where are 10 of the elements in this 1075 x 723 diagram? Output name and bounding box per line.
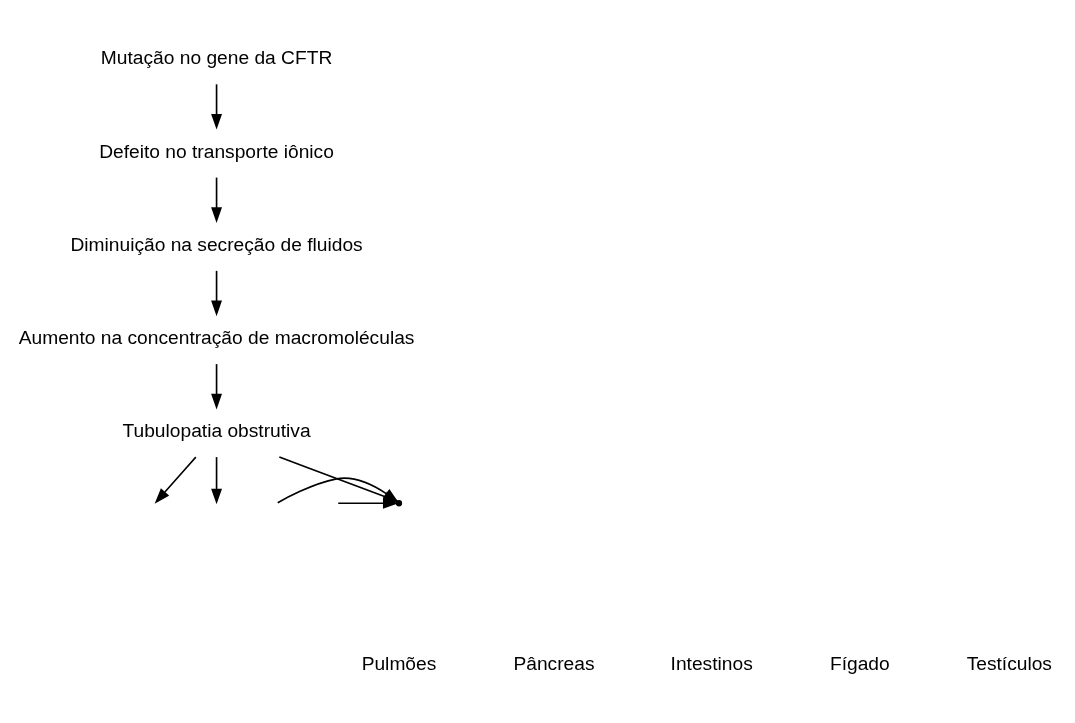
node-text: Diminuição na secreção de fluidos (70, 233, 363, 255)
label: Fígado (829, 652, 890, 674)
label: Pâncreas (513, 652, 595, 674)
node-text: Aumento na concentração de macromoléculas (18, 326, 415, 348)
node-text: Mutação no gene da CFTR (100, 46, 333, 68)
label: Intestinos (670, 652, 753, 674)
node-text: Defeito no transporte iônico (99, 140, 334, 162)
label: Pulmões (361, 652, 437, 674)
node-text: Tubulopatia obstrutiva (122, 419, 311, 441)
label: Testículos (966, 652, 1052, 674)
